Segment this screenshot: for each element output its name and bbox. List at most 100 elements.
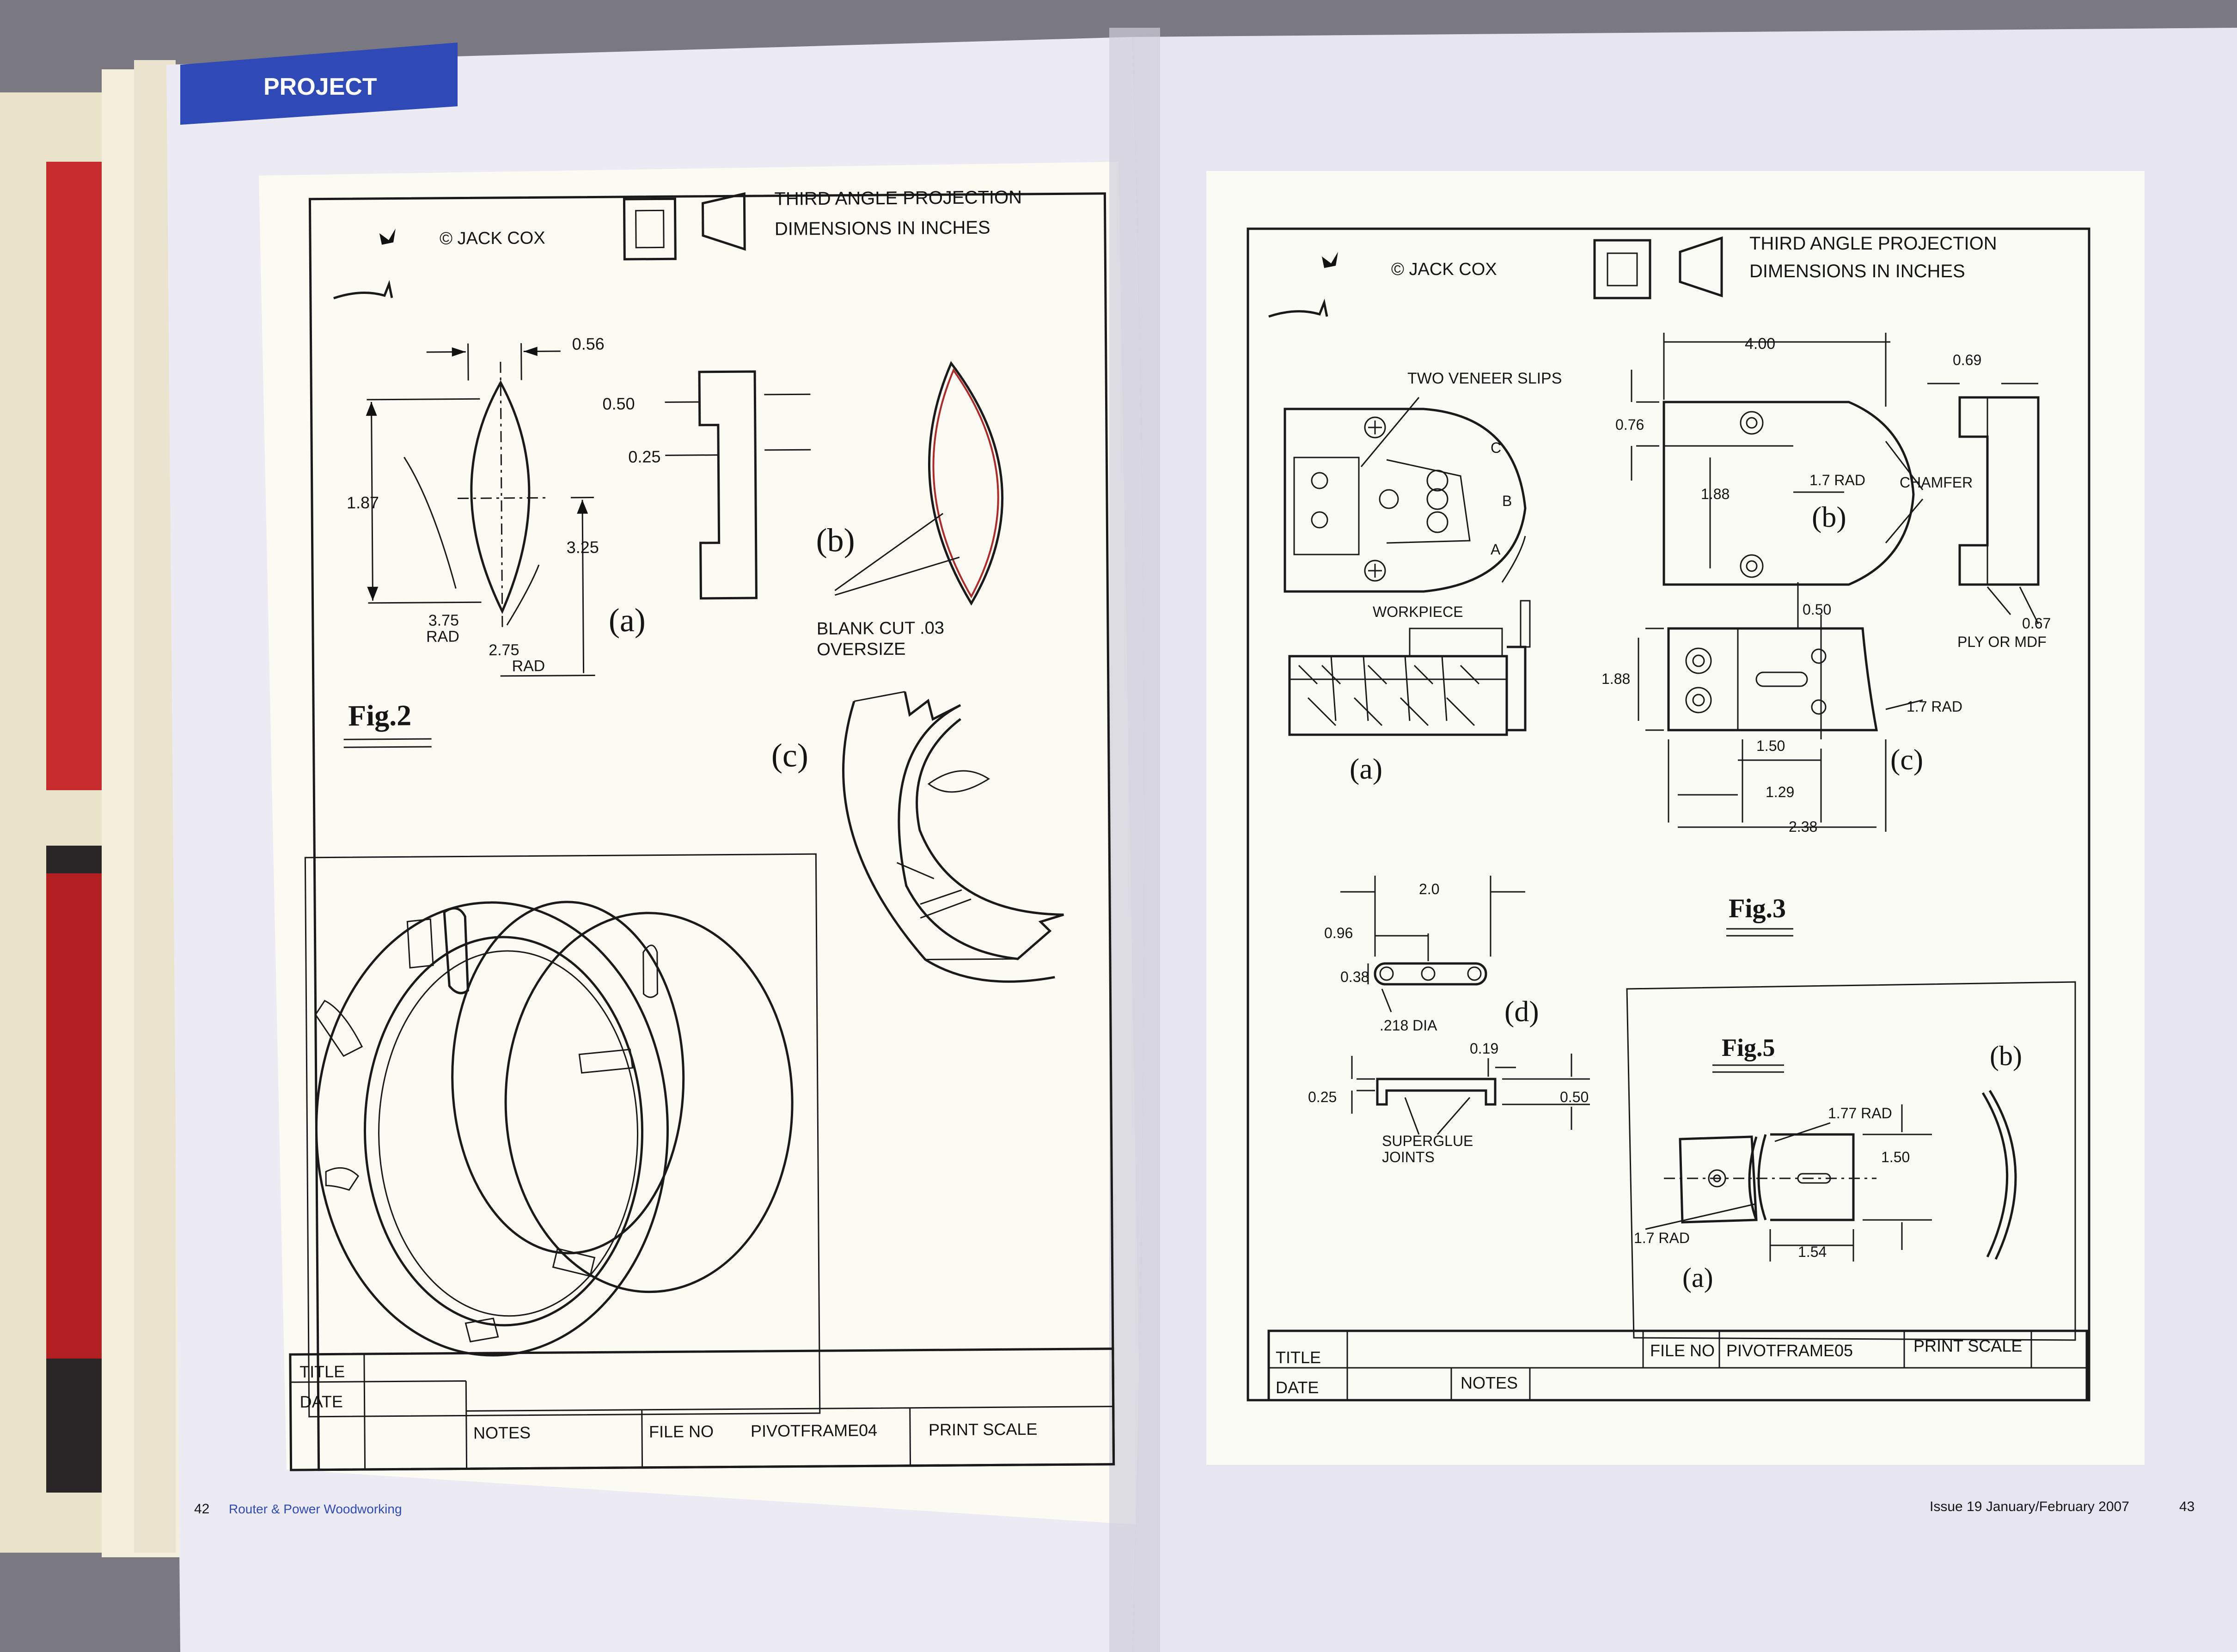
fig3-view-b-side <box>1927 383 2040 624</box>
fig3-view-c-label: (c) <box>1890 743 1923 776</box>
view-a-profile <box>665 370 811 600</box>
right-page-paper <box>1206 171 2145 1465</box>
callout-c: C <box>1491 439 1501 456</box>
dim-1-7-rad-c: 1.7 RAD <box>1907 698 1962 715</box>
blank-note-line2: OVERSIZE <box>817 640 905 659</box>
view-c-label: (c) <box>771 737 808 774</box>
signature-mark <box>333 280 393 299</box>
figure-5-label: Fig.5 <box>1722 1034 1775 1061</box>
fig3-view-b-label: (b) <box>1812 500 1846 533</box>
right-projection-cone-icon <box>1679 236 1723 298</box>
right-running-title: Issue 19 January/February 2007 <box>1930 1499 2129 1514</box>
left-title-label: TITLE <box>299 1362 345 1381</box>
dim-1-7-rad-fig5: 1.7 RAD <box>1634 1230 1690 1246</box>
dim-0-67: 0.67 <box>2022 615 2051 632</box>
fig5-panel <box>1626 981 2076 1341</box>
dim-218-dia: .218 DIA <box>1380 1017 1437 1034</box>
left-notes-label: NOTES <box>473 1423 531 1442</box>
callout-veneer-slips: TWO VENEER SLIPS <box>1407 370 1562 387</box>
fig3-view-b-plate <box>1631 333 1924 586</box>
figure-3-underline <box>1726 928 1793 937</box>
dim-3-75-rad: RAD <box>426 628 459 646</box>
author-logo <box>379 228 396 245</box>
figure-2-label: Fig.2 <box>348 699 411 732</box>
dim-4-00: 4.00 <box>1745 335 1775 353</box>
dim-1-29: 1.29 <box>1766 784 1794 800</box>
projection-cone-icon <box>701 192 746 251</box>
dim-2-75-rad: RAD <box>512 657 545 675</box>
right-notes-label: NOTES <box>1461 1373 1518 1392</box>
fig5-view-b-strip <box>1981 1090 2017 1260</box>
right-file-no-value: PIVOTFRAME05 <box>1726 1341 1853 1360</box>
projection-square-inner <box>635 209 665 249</box>
dim-1-50-c: 1.50 <box>1756 738 1785 754</box>
right-projection-square-inner <box>1607 252 1638 287</box>
dim-3-25: 3.25 <box>567 537 599 556</box>
view-c-isometric <box>842 691 1064 983</box>
dim-1-54: 1.54 <box>1798 1244 1827 1260</box>
dim-0-96: 0.96 <box>1324 925 1353 941</box>
left-drawing: © JACK COX THIRD ANGLE PROJECTION DIMENS… <box>289 187 1115 1471</box>
dim-1-88-b: 1.88 <box>1701 486 1730 502</box>
projection-units: DIMENSIONS IN INCHES <box>775 217 990 239</box>
figure-2-underline <box>343 738 432 748</box>
right-author-logo <box>1322 252 1338 268</box>
fig3-view-a-label: (a) <box>1350 752 1382 785</box>
dim-1-50-fig5: 1.50 <box>1881 1149 1910 1165</box>
right-projection-units: DIMENSIONS IN INCHES <box>1749 261 1965 281</box>
right-file-no-label: FILE NO <box>1650 1341 1715 1360</box>
dim-0-50-d: 0.50 <box>1560 1089 1589 1105</box>
right-page-number: 43 <box>2179 1499 2194 1514</box>
left-date-label: DATE <box>299 1392 343 1411</box>
right-title-block <box>1267 1329 2088 1402</box>
dim-3-75: 3.75 <box>428 612 459 629</box>
projection-square-icon <box>623 197 677 261</box>
fig3-view-d <box>1340 876 1525 1012</box>
callout-joints: JOINTS <box>1382 1149 1435 1165</box>
fig3-view-d-label: (d) <box>1504 995 1539 1028</box>
callout-b: B <box>1502 493 1512 509</box>
dim-0-25: 0.25 <box>628 447 660 466</box>
view-b-blank <box>834 361 1004 606</box>
dim-1-88-c: 1.88 <box>1601 671 1630 687</box>
dim-0-19: 0.19 <box>1470 1040 1498 1057</box>
dim-0-69: 0.69 <box>1953 352 1981 368</box>
copyright-text: © JACK COX <box>440 228 545 249</box>
view-a-label: (a) <box>609 602 646 639</box>
dim-2-75: 2.75 <box>489 641 519 659</box>
projection-title: THIRD ANGLE PROJECTION <box>774 187 1022 209</box>
fig3-view-a-section <box>1288 600 1531 736</box>
dim-0-50: 0.50 <box>602 394 635 413</box>
dim-0-56: 0.56 <box>572 334 604 353</box>
left-page-paper <box>259 162 1142 1525</box>
left-file-no-label: FILE NO <box>649 1422 714 1441</box>
dim-0-76: 0.76 <box>1615 416 1644 433</box>
fig5-view-a-label: (a) <box>1682 1262 1713 1293</box>
callout-ply-mdf: PLY OR MDF <box>1957 634 2047 650</box>
view-b-label: (b) <box>816 522 855 559</box>
underlying-magazine <box>0 60 180 1557</box>
figure-3-label: Fig.3 <box>1729 893 1786 923</box>
dim-0-25-d: 0.25 <box>1308 1089 1337 1105</box>
left-title-block <box>289 1347 1115 1471</box>
right-date-label: DATE <box>1276 1378 1319 1397</box>
fig5-view-a <box>1645 1104 1932 1262</box>
dim-1-87: 1.87 <box>347 493 379 512</box>
callout-superglue: SUPERGLUE <box>1382 1133 1473 1149</box>
dim-0-50-c: 0.50 <box>1803 601 1831 618</box>
right-projection-square-icon <box>1593 239 1651 299</box>
dim-1-77-rad: 1.77 RAD <box>1828 1105 1892 1122</box>
right-projection-title: THIRD ANGLE PROJECTION <box>1749 233 1997 254</box>
right-drawing: © JACK COX THIRD ANGLE PROJECTION DIMENS… <box>1247 227 2090 1402</box>
dim-2-38: 2.38 <box>1789 818 1817 835</box>
gutter <box>1109 28 1160 1652</box>
left-page-number: 42 <box>194 1501 209 1517</box>
assembly-panel <box>304 853 821 1418</box>
right-signature-mark <box>1268 299 1328 318</box>
veneer-leader <box>1360 397 1420 467</box>
right-copyright-text: © JACK COX <box>1391 260 1497 279</box>
blank-note-line1: BLANK CUT .03 <box>817 618 944 639</box>
fig3-view-a-plan <box>1284 408 1527 593</box>
